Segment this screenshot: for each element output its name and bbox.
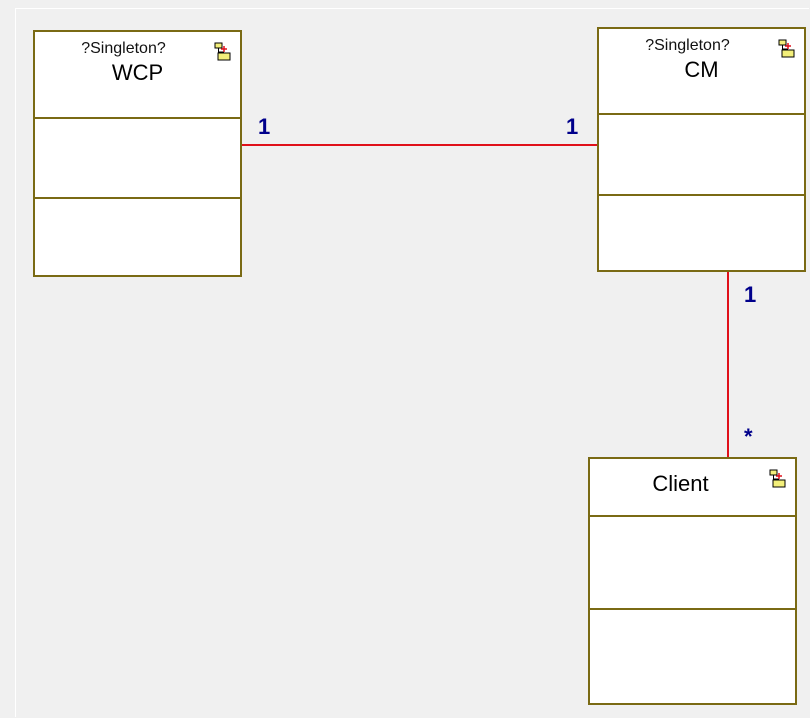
class-icon <box>214 42 231 61</box>
class-cm-operations <box>599 196 804 270</box>
multiplicity-cm-client-source: 1 <box>744 282 757 307</box>
class-client-header: Client <box>590 459 795 517</box>
diagram-frame <box>15 8 809 717</box>
class-wcp[interactable]: ?Singleton? WCP <box>33 30 242 277</box>
class-cm-name: CM <box>684 57 719 82</box>
class-client[interactable]: Client <box>588 457 797 705</box>
class-wcp-operations <box>35 199 240 275</box>
class-wcp-header: ?Singleton? WCP <box>35 32 240 119</box>
class-cm-attributes <box>599 115 804 196</box>
class-icon <box>769 469 786 488</box>
multiplicity-wcp-end: 1 <box>258 114 271 139</box>
class-wcp-stereotype: ?Singleton? <box>81 40 166 57</box>
class-cm-stereotype: ?Singleton? <box>645 37 730 54</box>
class-wcp-name: WCP <box>111 60 164 85</box>
class-client-attributes <box>590 517 795 610</box>
class-wcp-attributes <box>35 119 240 199</box>
class-client-name: Client <box>652 471 709 496</box>
class-client-operations <box>590 610 795 703</box>
class-cm[interactable]: ?Singleton? CM <box>597 27 806 272</box>
multiplicity-cm-end: 1 <box>566 114 579 139</box>
class-cm-header: ?Singleton? CM <box>599 29 804 115</box>
multiplicity-cm-client-target: * <box>744 424 753 449</box>
class-icon <box>778 39 795 58</box>
